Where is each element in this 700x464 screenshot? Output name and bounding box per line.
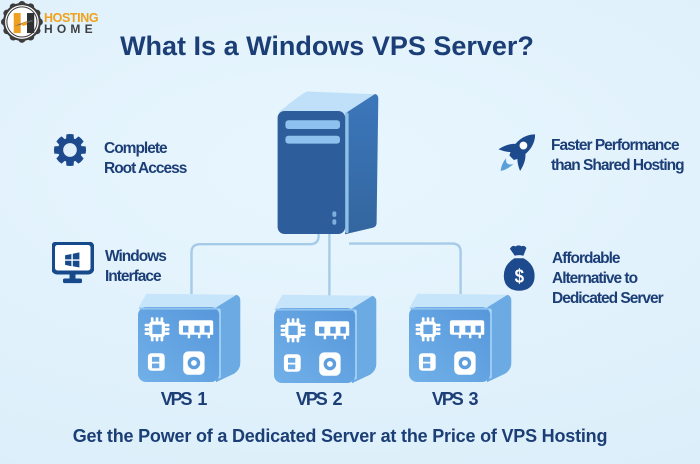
svg-text:$: $ bbox=[515, 266, 524, 287]
